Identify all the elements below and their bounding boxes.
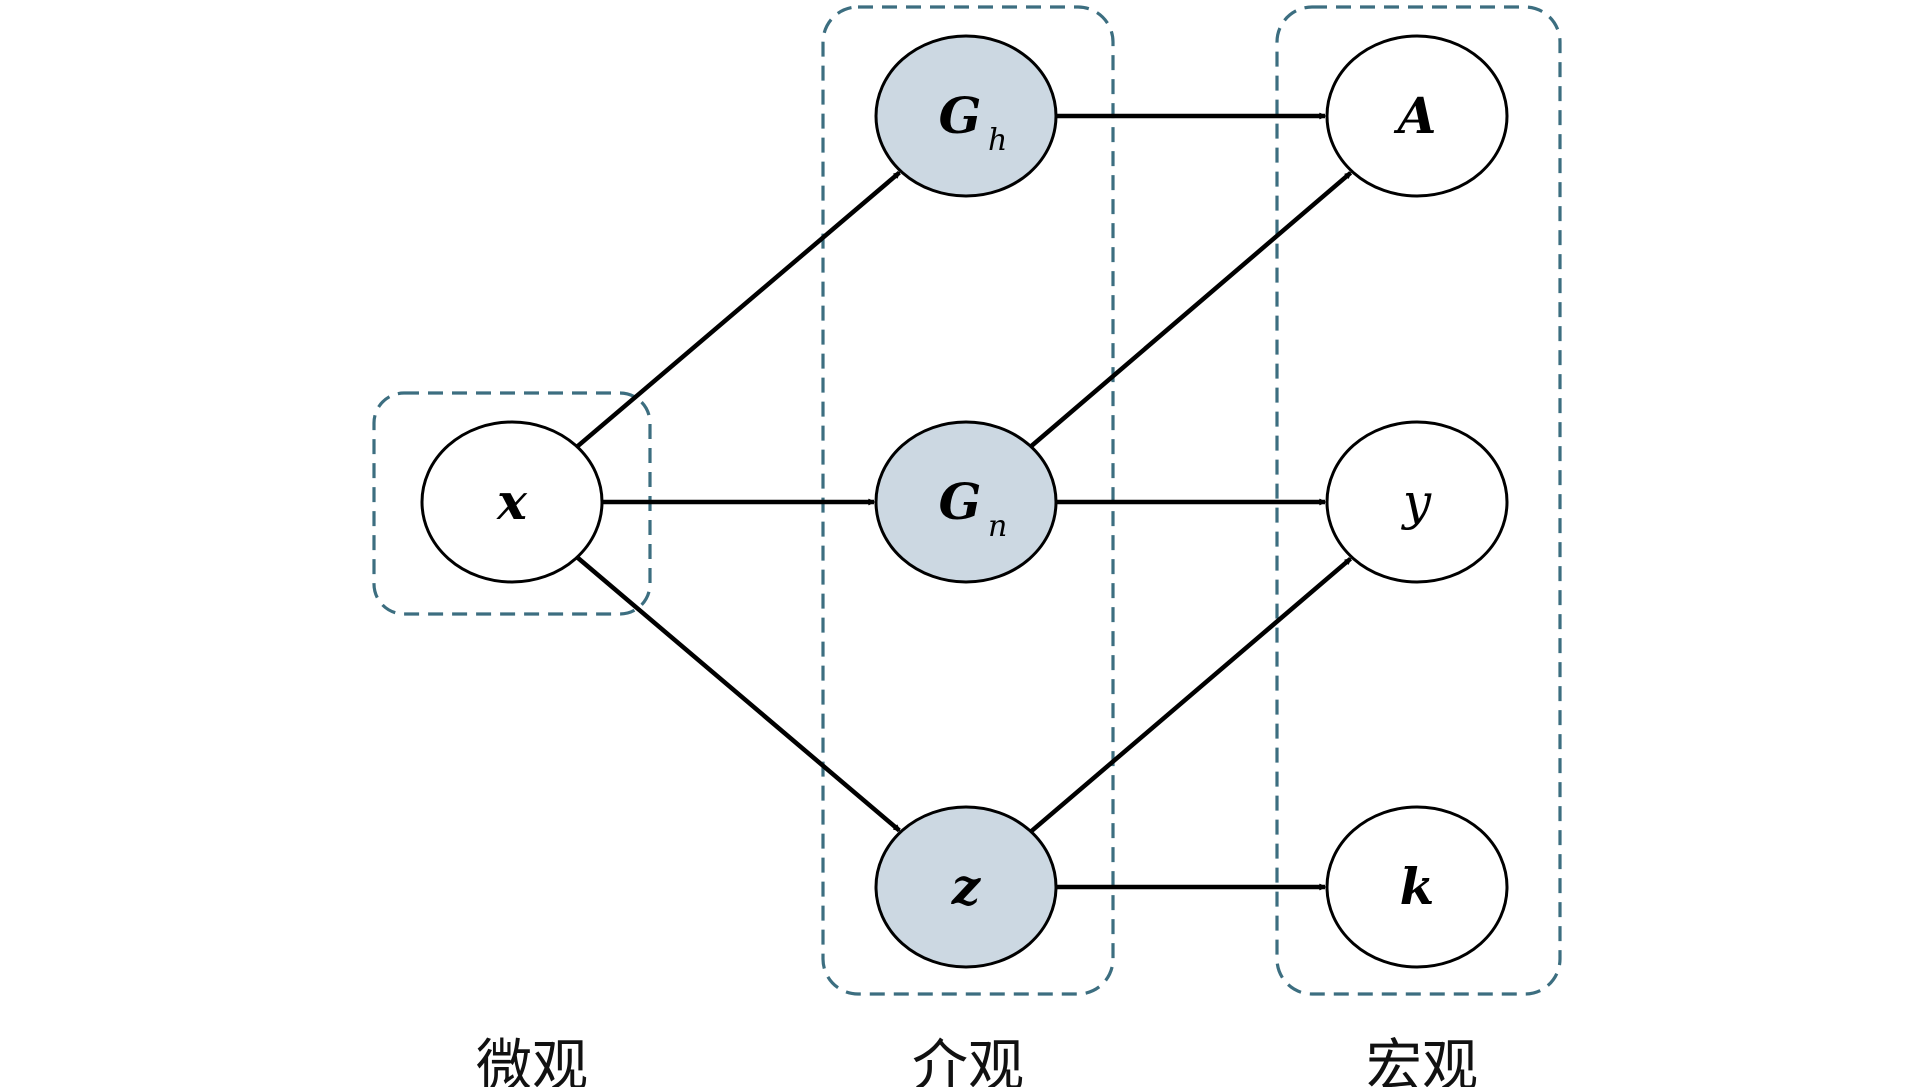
edge-x-to-Gh (575, 170, 901, 449)
group-label-meso: 介观 (912, 1034, 1024, 1087)
edge-Gn-to-A (1029, 171, 1353, 449)
node-label-Gn: G (939, 472, 982, 531)
node-ellipse-z (874, 805, 1058, 969)
node-ellipse-x (420, 420, 604, 584)
edge-z-to-y (1029, 557, 1353, 834)
group-label-micro: 微观 (476, 1034, 588, 1087)
node-label-k: k (1400, 857, 1435, 916)
node-ellipse-A (1325, 34, 1509, 198)
group-labels: 微观 介观 宏观 (476, 1034, 1478, 1087)
node-label-Gh: G (939, 86, 982, 145)
node-ellipse-y (1325, 420, 1509, 584)
node-ellipse-Gn (874, 420, 1058, 584)
node-subscript-Gn: n (988, 509, 1007, 544)
group-box-macro (1275, 5, 1562, 996)
node-ellipse-k (1325, 805, 1509, 969)
edge-x-to-z (575, 555, 901, 833)
node-y: y (1325, 420, 1509, 584)
group-label-macro: 宏观 (1366, 1034, 1478, 1087)
node-A: A (1325, 34, 1509, 198)
node-label-y: y (1401, 473, 1432, 531)
node-label-x: x (496, 472, 528, 531)
edges (575, 116, 1353, 887)
node-k: k (1325, 805, 1509, 969)
node-z: z (874, 805, 1058, 969)
node-label-z: z (951, 857, 982, 916)
node-x: x (420, 420, 604, 584)
node-subscript-Gh: h (988, 123, 1007, 158)
node-label-A: A (1394, 86, 1437, 145)
node-ellipse-Gh (874, 34, 1058, 198)
